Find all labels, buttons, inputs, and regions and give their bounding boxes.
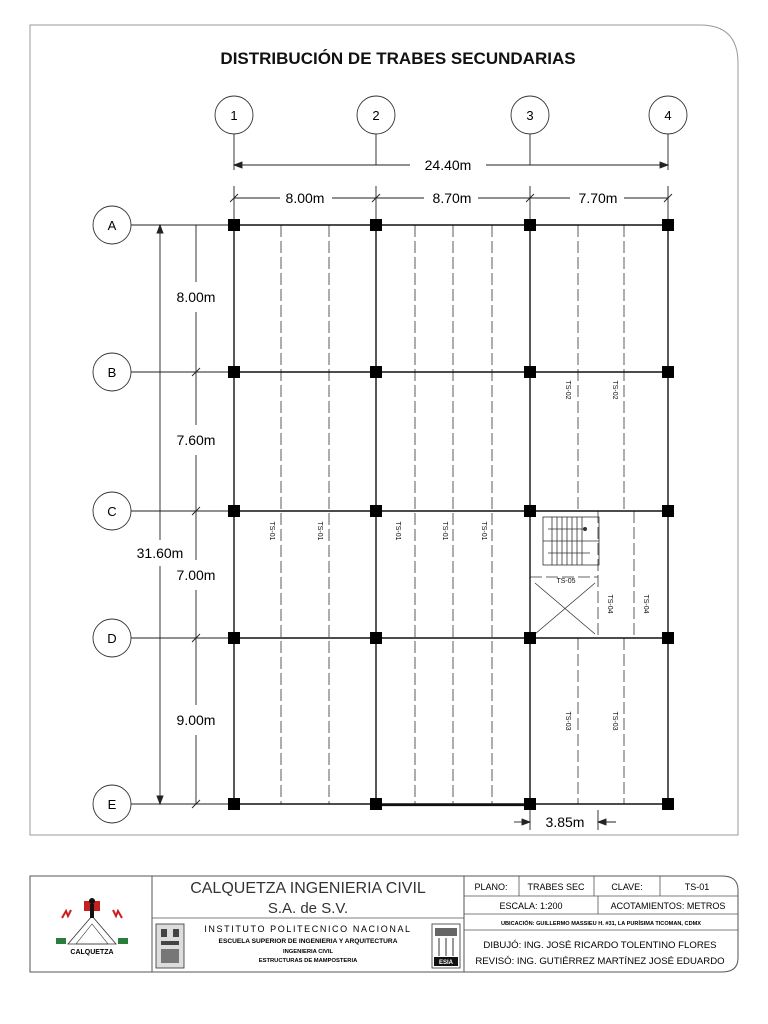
- column-label: 1: [230, 108, 237, 123]
- row-label: E: [108, 797, 117, 812]
- beam-label-ts01: TS-01: [316, 521, 323, 540]
- esia-emblem: ESIA: [431, 923, 461, 969]
- beam-label-ts04: TS-04: [606, 594, 613, 613]
- acotamientos: ACOTAMIENTOS: METROS: [611, 901, 726, 911]
- dibujo: DIBUJÓ: ING. JOSÉ RICARDO TOLENTINO FLOR…: [483, 940, 716, 951]
- beam-label-ts01: TS-01: [394, 521, 401, 540]
- row-label: C: [107, 504, 116, 519]
- title-block-frame: [29, 875, 739, 973]
- total-width-label: 24.40m: [425, 157, 472, 173]
- span-x-label: 8.00m: [286, 190, 325, 206]
- row-label: A: [108, 218, 117, 233]
- column-axis-1: 1: [214, 95, 254, 170]
- total-width-dimension: [232, 161, 670, 169]
- row-label: B: [108, 365, 117, 380]
- stair-symbol: [534, 516, 600, 635]
- beam-label-ts01: TS-01: [480, 521, 487, 540]
- beam-label-ts01: TS-01: [268, 521, 275, 540]
- ubicacion: UBICACIÓN: GUILLERMO MASSIEU H. #31, LA …: [501, 919, 701, 927]
- stair-width-label: 3.85m: [546, 814, 585, 830]
- row-axis-d: D: [92, 618, 234, 658]
- clave-value: TS-01: [685, 882, 710, 892]
- company-suffix: S.A. de S.V.: [268, 900, 348, 917]
- reviso: REVISÓ: ING. GUTIÉRREZ MARTÍNEZ JOSÉ EDU…: [475, 956, 724, 967]
- row-axis-a: A: [92, 205, 234, 245]
- column-axis-3: 3: [510, 95, 550, 165]
- row-label: D: [107, 631, 116, 646]
- ipn-emblem: [155, 923, 185, 969]
- row-axis-e: E: [92, 784, 234, 824]
- clave-label: CLAVE:: [611, 882, 642, 892]
- title-block: CALQUETZA CALQUETZA INGENIERIA CIVIL S.A…: [29, 875, 739, 973]
- column-label: 3: [526, 108, 533, 123]
- secondary-beams: [280, 225, 635, 804]
- beam-label-ts02: TS-02: [611, 380, 618, 399]
- school-name: ESCUELA SUPERIOR DE INGENIERIA Y ARQUITE…: [219, 938, 398, 945]
- beam-label-ts02: TS-02: [564, 380, 571, 399]
- row-axis-b: B: [92, 352, 234, 392]
- sheet-border: [29, 24, 739, 836]
- logo-text: CALQUETZA: [70, 949, 113, 956]
- span-dimension-line: [229, 186, 673, 222]
- row-axis-c: C: [92, 491, 234, 531]
- total-height-label: 31.60m: [137, 545, 184, 561]
- plano-value: TRABES SEC: [527, 882, 585, 892]
- column-axis-4: 4: [648, 95, 688, 170]
- vertical-dimension-lines: [156, 223, 201, 809]
- main-beams: [233, 224, 669, 807]
- subject-name: ESTRUCTURAS DE MAMPOSTERIA: [259, 958, 358, 964]
- beam-label-ts01: TS-01: [441, 521, 448, 540]
- escala: ESCALA: 1:200: [499, 901, 562, 911]
- beam-label-ts04: TS-04: [642, 594, 649, 613]
- stair-width-dimension: [514, 810, 616, 830]
- span-x-label: 8.70m: [433, 190, 472, 206]
- beam-label-ts05: TS-05: [556, 578, 575, 585]
- plano-label: PLANO:: [474, 882, 507, 892]
- column-label: 2: [372, 108, 379, 123]
- span-y-label: 7.00m: [177, 567, 216, 583]
- span-y-label: 9.00m: [177, 712, 216, 728]
- span-x-label: 7.70m: [579, 190, 618, 206]
- span-y-label: 8.00m: [177, 289, 216, 305]
- beam-label-ts03: TS-03: [564, 711, 571, 730]
- department-name: INGENIERIA CIVIL: [283, 949, 333, 955]
- beam-label-ts03: TS-03: [611, 711, 618, 730]
- calquetza-logo: CALQUETZA: [56, 898, 128, 956]
- beam-labels: TS-01 TS-01 TS-01 TS-01 TS-01 TS-02 TS-0…: [268, 380, 649, 730]
- esia-text: ESIA: [439, 960, 454, 966]
- columns: [228, 219, 674, 810]
- column-axis-2: 2: [356, 95, 396, 165]
- drawing-title: DISTRIBUCIÓN DE TRABES SECUNDARIAS: [220, 49, 575, 68]
- span-y-label: 7.60m: [177, 432, 216, 448]
- company-name: CALQUETZA INGENIERIA CIVIL: [190, 880, 426, 897]
- column-label: 4: [664, 108, 671, 123]
- institute-name: INSTITUTO POLITECNICO NACIONAL: [204, 924, 411, 934]
